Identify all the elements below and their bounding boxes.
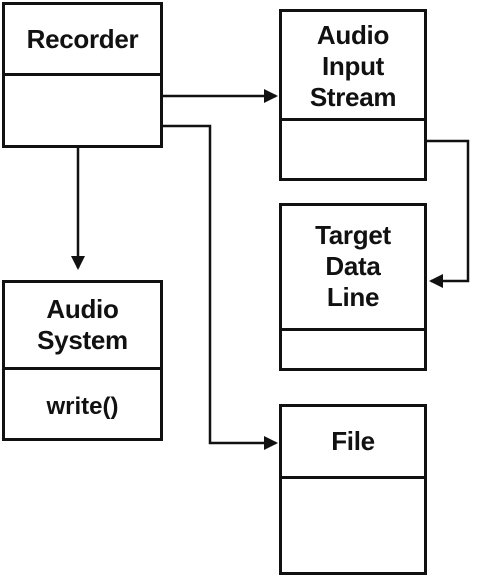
- audio-input-stream-class-box: Audio Input Stream: [279, 9, 427, 181]
- recorder-divider: [5, 73, 160, 76]
- audio-input-stream-class-name: Audio Input Stream: [282, 14, 424, 118]
- recorder-class-name: Recorder: [26, 23, 139, 54]
- audio-system-divider: [5, 367, 160, 370]
- file-class-name: File: [331, 425, 375, 456]
- target-data-line-name-line: Data: [325, 250, 381, 281]
- arrow-audio-input-stream-to-target-data-line: [427, 139, 470, 288]
- target-data-line-name-line: Line: [326, 281, 380, 312]
- audio-system-method-write: write(): [46, 393, 119, 420]
- audio-input-stream-name-line: Stream: [309, 81, 397, 112]
- target-data-line-divider: [282, 328, 424, 331]
- audio-input-stream-name-line: Input: [321, 50, 385, 81]
- target-data-line-class-name: Target Data Line: [282, 208, 424, 324]
- audio-system-name-line: Audio: [46, 294, 119, 324]
- file-divider: [282, 476, 424, 479]
- audio-system-class-box: Audio System write(): [2, 280, 163, 441]
- audio-system-name-line: System: [37, 325, 128, 355]
- file-class-box: File: [279, 404, 427, 575]
- audio-input-stream-name-line: Audio: [316, 19, 390, 50]
- recorder-class-box: Recorder: [2, 2, 163, 148]
- audio-system-class-name: Audio System: [5, 285, 160, 365]
- arrow-recorder-to-file: [163, 124, 278, 450]
- audio-input-stream-divider: [282, 118, 424, 121]
- target-data-line-class-box: Target Data Line: [279, 203, 427, 371]
- target-data-line-name-line: Target: [315, 219, 391, 250]
